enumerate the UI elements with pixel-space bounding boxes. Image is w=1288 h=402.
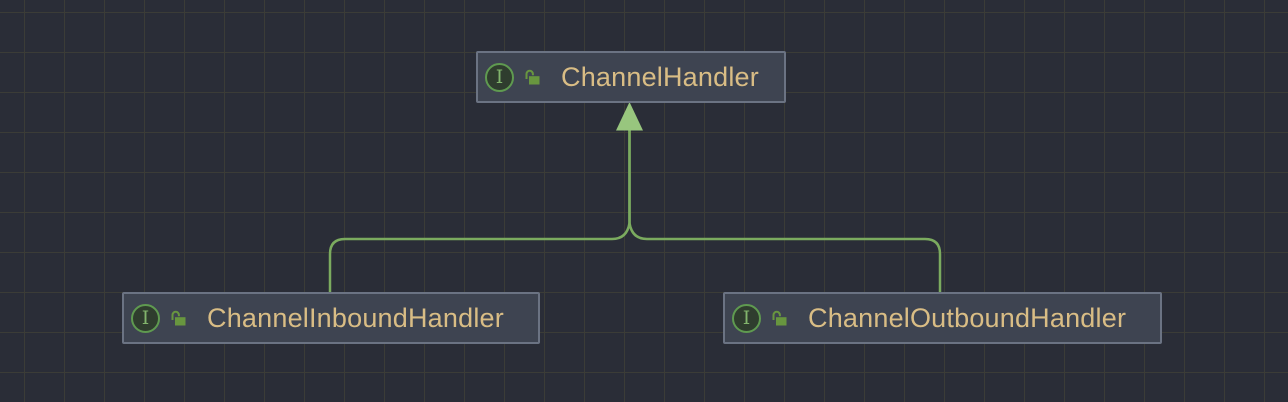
interface-icon: I — [131, 303, 160, 333]
node-label: ChannelInboundHandler — [207, 302, 504, 333]
realization-edge-inbound[interactable] — [328, 128, 631, 292]
interface-icon: I — [732, 303, 761, 333]
node-channel-inbound-handler[interactable]: I ChannelInboundHandler — [122, 292, 540, 344]
node-channel-outbound-handler[interactable]: I ChannelOutboundHandler — [723, 292, 1162, 344]
node-label: ChannelHandler — [561, 61, 759, 92]
node-channel-handler[interactable]: I ChannelHandler — [476, 51, 786, 103]
public-unlocked-lock-icon — [772, 310, 787, 326]
realization-edge-outbound[interactable] — [628, 128, 942, 292]
interface-icon: I — [485, 62, 514, 92]
public-unlocked-lock-icon — [525, 69, 540, 85]
public-unlocked-lock-icon — [171, 310, 186, 326]
inheritance-arrowhead-icon — [616, 102, 643, 131]
node-label: ChannelOutboundHandler — [808, 302, 1127, 333]
